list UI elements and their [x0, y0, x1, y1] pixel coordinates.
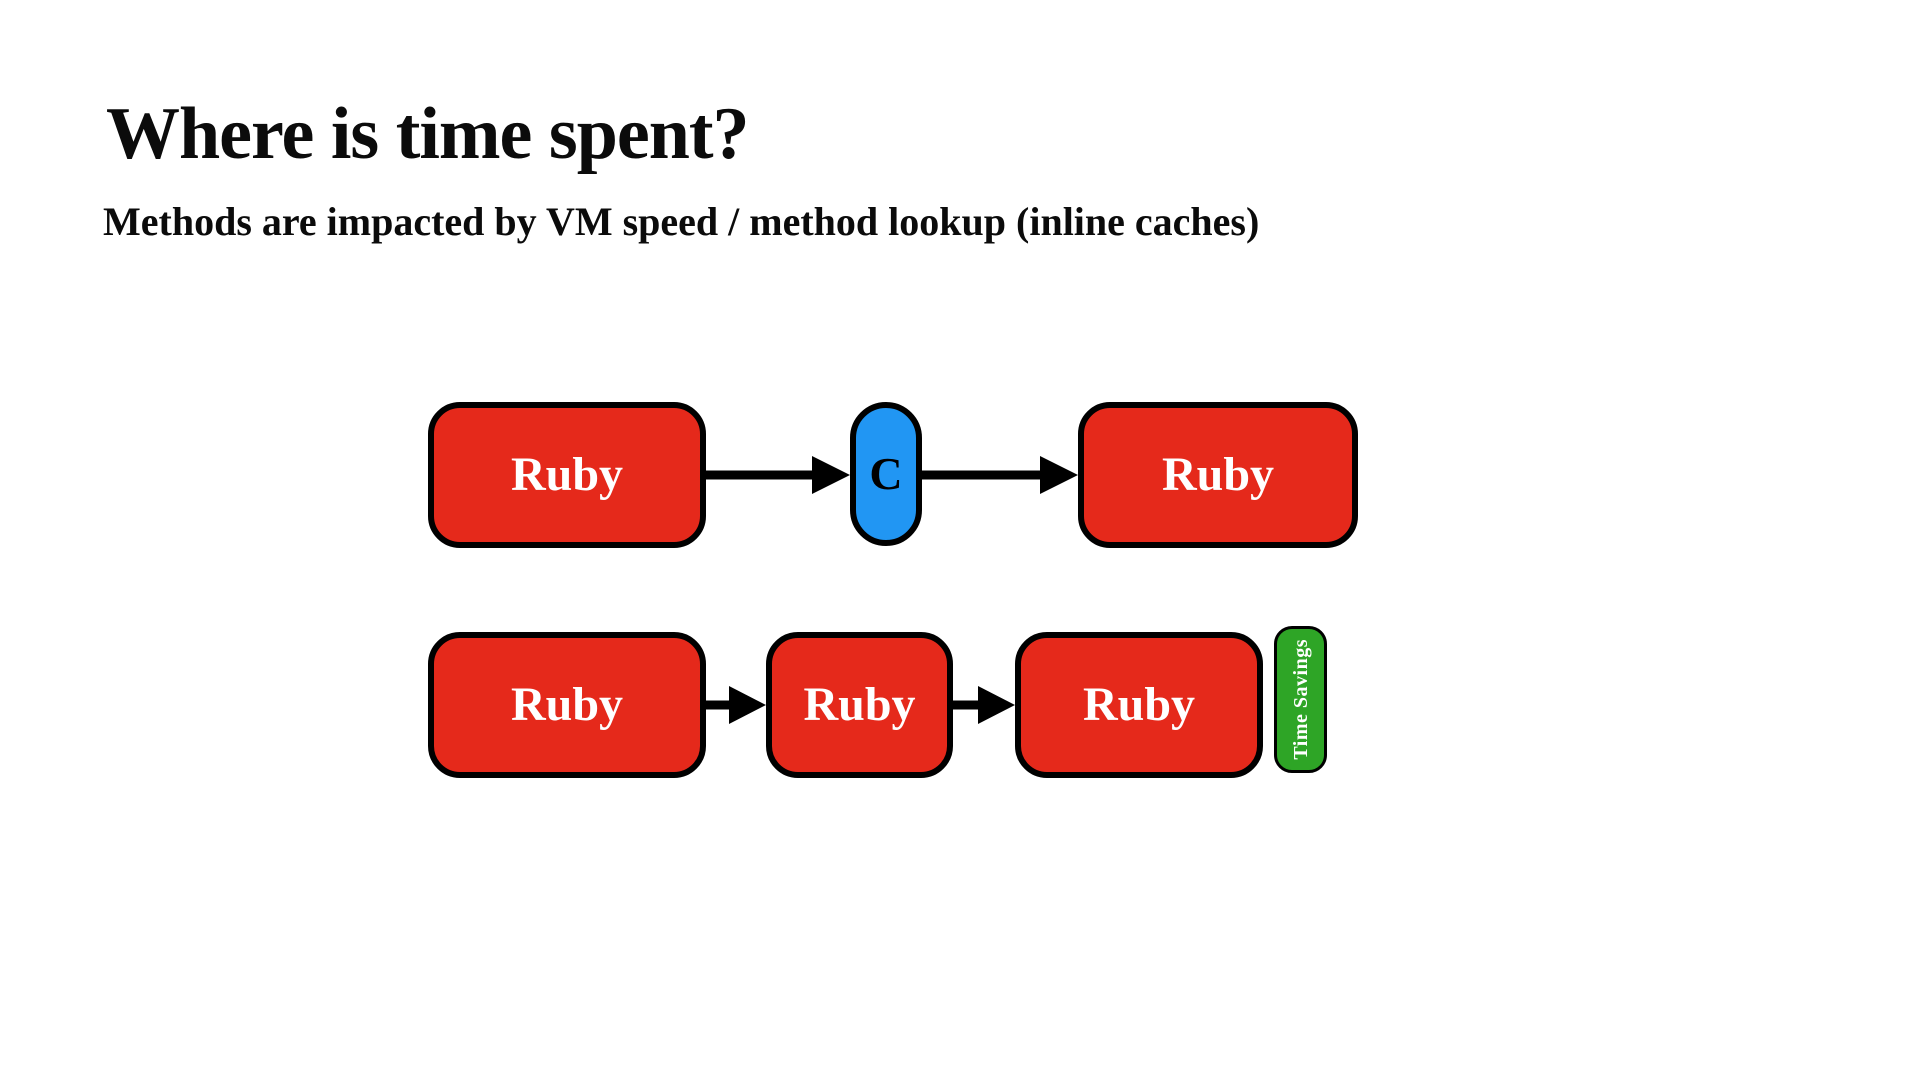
ruby-node-label: Ruby: [803, 678, 916, 731]
ruby-node-label: Ruby: [510, 678, 624, 731]
slide-subtitle: Methods are impacted by VM speed / metho…: [103, 199, 1260, 244]
ruby-node-row2-second: Ruby: [766, 632, 953, 778]
time-savings-node: Time Savings: [1274, 626, 1327, 773]
ruby-node-label: Ruby: [510, 448, 624, 501]
ruby-node-label: Ruby: [1082, 678, 1196, 731]
flow-arrow-icon: [706, 456, 850, 494]
time-savings-label: Time Savings: [1289, 639, 1312, 760]
ruby-node-row2-first: Ruby: [428, 632, 706, 778]
flow-arrow-icon: [706, 686, 766, 724]
slide-title: Where is time spent?: [106, 93, 749, 175]
c-node: C: [850, 402, 922, 546]
c-node-label: C: [869, 448, 903, 499]
ruby-node-row1-right: Ruby: [1078, 402, 1358, 548]
ruby-node-row2-third: Ruby: [1015, 632, 1263, 778]
flow-arrow-icon: [953, 686, 1015, 724]
flow-arrow-icon: [922, 456, 1078, 494]
ruby-node-row1-left: Ruby: [428, 402, 706, 548]
ruby-node-label: Ruby: [1161, 448, 1275, 501]
